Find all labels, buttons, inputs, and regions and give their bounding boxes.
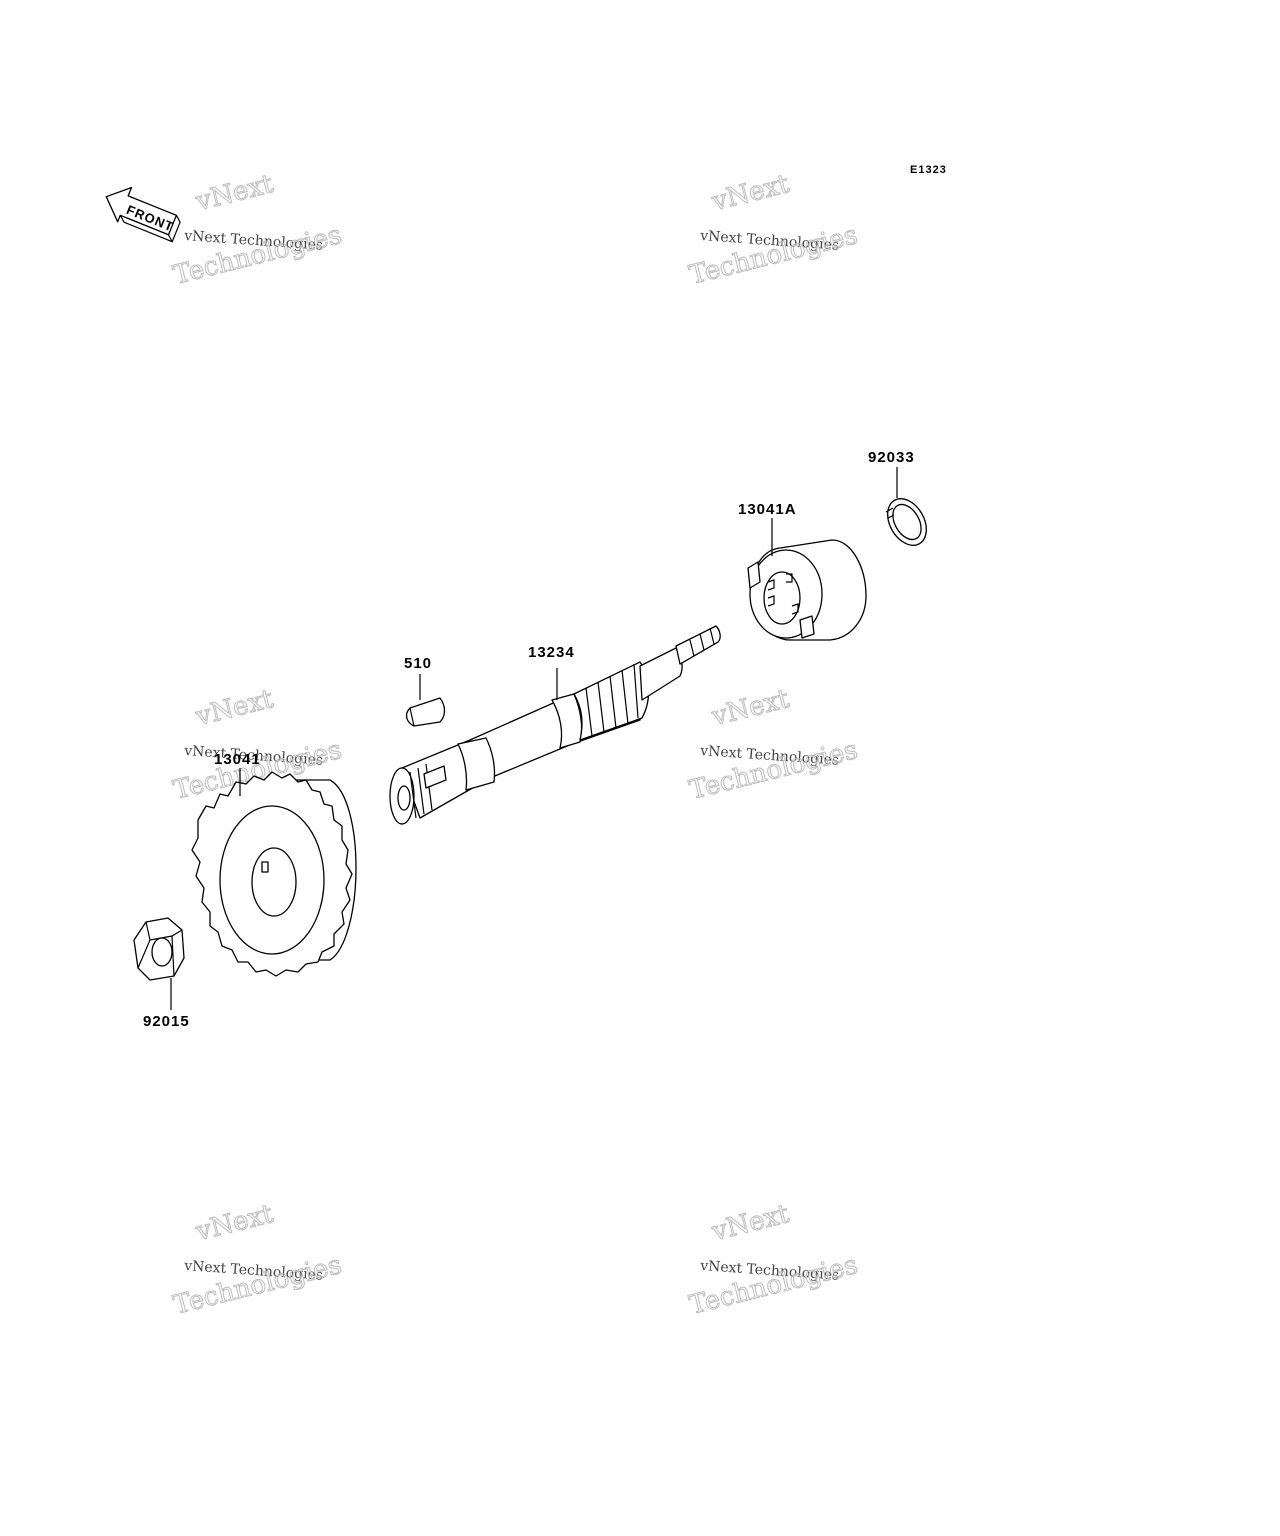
nut-92015 xyxy=(133,917,185,981)
circlip-92033 xyxy=(885,498,927,546)
part-label-510: 510 xyxy=(404,655,432,672)
diagram-code: E1323 xyxy=(910,164,947,176)
part-label-92015: 92015 xyxy=(143,1013,190,1030)
shaft-13234 xyxy=(389,625,721,825)
watermark-vnext: vNext xyxy=(708,1199,792,1247)
watermark: vNext vNext Technologies Technologies xyxy=(170,1199,345,1322)
watermark-vnext: vNext xyxy=(708,169,792,217)
part-label-13041A: 13041A xyxy=(738,501,797,518)
key-510 xyxy=(405,697,446,727)
watermark-vnext: vNext xyxy=(192,1199,276,1247)
gear-13041 xyxy=(191,771,357,977)
watermark-vnext: vNext xyxy=(192,169,276,217)
dog-hub-13041A xyxy=(747,539,867,641)
watermark: vNext vNext Technologies Technologies xyxy=(686,684,861,807)
watermark: vNext vNext Technologies Technologies xyxy=(170,169,345,292)
part-label-13234: 13234 xyxy=(528,644,575,661)
part-label-13041: 13041 xyxy=(214,751,261,768)
watermark: vNext vNext Technologies Technologies xyxy=(686,1199,861,1322)
watermark-vnext: vNext xyxy=(192,684,276,732)
front-arrow-icon: FRONT xyxy=(105,186,181,243)
watermark-vnext: vNext xyxy=(708,684,792,732)
part-label-92033: 92033 xyxy=(868,449,915,466)
watermark: vNext vNext Technologies Technologies xyxy=(686,169,861,292)
